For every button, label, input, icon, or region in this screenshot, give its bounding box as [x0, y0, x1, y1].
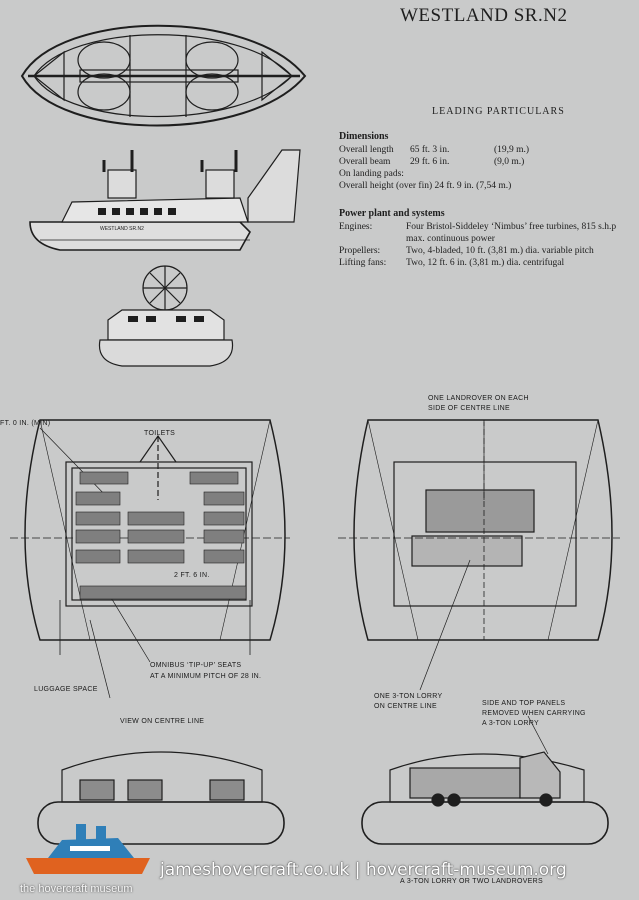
power-heading: Power plant and systems [339, 208, 445, 219]
bottom-caption: A 3-TON LORRY OR TWO LANDROVERS [400, 878, 543, 885]
hull-name-label: WESTLAND SR.N2 [100, 226, 144, 232]
centre-line-section [37, 751, 285, 845]
luggage-label: LUGGAGE SPACE [34, 686, 98, 693]
landrover-label-line2: SIDE OF CENTRE LINE [428, 405, 510, 412]
spec-value: Two, 12 ft. 6 in. (3,81 m.) dia. centrif… [406, 258, 565, 268]
panels-label-line2: REMOVED WHEN CARRYING [482, 710, 586, 717]
toilets-label: TOILETS [144, 430, 176, 437]
aisle-width-label: 2 FT. 6 IN. [174, 572, 210, 579]
side-view [29, 149, 301, 251]
spec-label: Engines: [339, 222, 373, 232]
vehicle-layout-plan [338, 419, 620, 641]
seats-label-line1: OMNIBUS ‘TIP-UP’ SEATS [150, 662, 242, 669]
lorry-label-line2: ON CENTRE LINE [374, 703, 437, 710]
dimensions-heading: Dimensions [339, 131, 389, 142]
spec-metric: (19,9 m.) [494, 145, 530, 155]
view-label: VIEW ON CENTRE LINE [120, 718, 205, 725]
spec-label: Lifting fans: [339, 258, 387, 268]
spec-value: 65 ft. 3 in. [410, 145, 450, 155]
seats-label-line2: AT A MINIMUM PITCH OF 28 IN. [150, 673, 262, 680]
spec-label: Overall beam [339, 157, 391, 167]
plan-view [20, 24, 307, 127]
panels-label-line1: SIDE AND TOP PANELS [482, 700, 566, 707]
spec-metric: (9,0 m.) [494, 157, 525, 167]
panels-label-line3: A 3-TON LORRY [482, 720, 539, 727]
spec-label: Overall height (over fin) 24 ft. 9 in. (… [339, 181, 512, 191]
front-view [98, 265, 234, 367]
watermark-site: jameshovercraft.co.uk | hovercraft-museu… [160, 860, 567, 880]
landrover-label-line1: ONE LANDROVER ON EACH [428, 395, 529, 402]
craft-drawings: WESTLAND SR.N2 [20, 24, 307, 367]
spec-value: max. continuous power [406, 234, 495, 244]
spec-value: Four Bristol-Siddeley ‘Nimbus’ free turb… [406, 222, 617, 232]
min-width-label: FT. 0 IN. (MIN) [0, 420, 51, 427]
spec-value: Two, 4-bladed, 10 ft. (3,81 m.) dia. var… [406, 246, 594, 256]
passenger-layout-plan [10, 419, 290, 655]
section-subtitle: LEADING PARTICULARS [432, 106, 565, 117]
spec-label: Overall length [339, 145, 394, 155]
spec-value: 29 ft. 6 in. [410, 157, 450, 167]
lorry-label-line1: ONE 3-TON LORRY [374, 693, 443, 700]
page-title: WESTLAND SR.N2 [400, 5, 568, 26]
spec-label: On landing pads: [339, 169, 404, 179]
watermark-museum: the hovercraft museum [20, 883, 133, 895]
museum-logo [26, 824, 150, 874]
layout-drawings [10, 419, 620, 845]
spec-label: Propellers: [339, 246, 381, 256]
lorry-section [361, 751, 609, 845]
